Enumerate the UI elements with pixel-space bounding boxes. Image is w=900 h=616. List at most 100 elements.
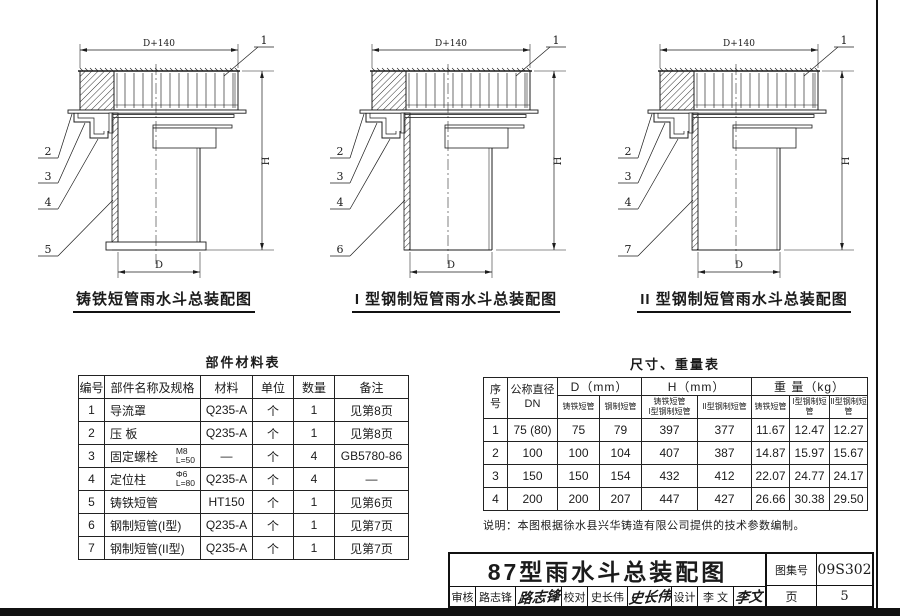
drawing-line (57, 113, 73, 159)
pressure-plate-lower (444, 124, 525, 129)
drawing-line (223, 46, 259, 77)
table-cell: 79 (598, 418, 643, 442)
page-number-label: 页 (766, 586, 816, 606)
drawing-line (57, 199, 114, 257)
column-group-header: H（mm） (641, 377, 753, 396)
part-qty: 4 (293, 444, 335, 468)
part-qty: 1 (293, 490, 335, 514)
callout-number: 4 (337, 196, 344, 209)
table-cell: 412 (697, 464, 753, 488)
hopper-step (444, 127, 509, 149)
dimension-arrow (523, 48, 530, 52)
table-cell: 12.27 (829, 418, 869, 442)
column-subheader: II型钢制短管 (829, 395, 869, 419)
column-subheader: II型钢制短管 (697, 395, 753, 419)
page-number-value: 5 (816, 586, 872, 606)
flange-plate (67, 109, 247, 114)
dimension-side-label: H (841, 156, 852, 165)
signoff-role: 审核 (450, 587, 476, 606)
callout-number: 1 (261, 34, 268, 47)
part-name-text: 导流罩 (110, 403, 147, 418)
clamp-hook (73, 113, 109, 139)
callout-number: 6 (337, 243, 344, 256)
part-no: 5 (78, 490, 105, 514)
callout-number: 2 (337, 145, 344, 158)
drawing-caption: II 型钢制短管雨水斗总装配图 (637, 288, 851, 313)
handwritten-signature: 李文 (734, 588, 764, 606)
clamp-hook (365, 113, 401, 139)
table-cell: 387 (697, 441, 753, 465)
column-subheader: 铸铁短管 (557, 395, 600, 419)
part-material: Q235-A (200, 398, 253, 422)
flange-plate (359, 109, 539, 114)
dimension-top-label: D+140 (435, 39, 467, 49)
dimension-side-label: H (261, 156, 272, 165)
column-header: 公称直径 DN (507, 377, 558, 419)
table-cell: 14.87 (751, 441, 791, 465)
table-cell: 154 (598, 464, 643, 488)
table-cell: 30.38 (789, 487, 831, 511)
table-cell: 150 (507, 464, 558, 488)
dimension-arrow (193, 270, 200, 274)
column-header: 数量 (293, 375, 335, 399)
sheet-border-bottom (0, 608, 900, 616)
table-cell: 100 (507, 441, 558, 465)
table-cell: 100 (557, 441, 600, 465)
drawing-line (57, 122, 86, 184)
table-cell: 200 (557, 487, 600, 511)
part-qty: 1 (293, 513, 335, 537)
dimension-arrow (660, 48, 667, 52)
drawing-line (57, 138, 99, 210)
part-no: 1 (78, 398, 105, 422)
part-spec: Φ6 L=80 (175, 468, 195, 488)
table-cell: 2 (483, 441, 508, 465)
dimension-arrow (552, 71, 556, 78)
signoff-signature: 李文 (734, 587, 764, 606)
column-group-header: D（mm） (556, 377, 643, 396)
table-cell: 26.66 (751, 487, 791, 511)
part-name: 铸铁短管 (104, 490, 201, 514)
table-cell: 207 (598, 487, 643, 511)
callout-number: 2 (625, 145, 632, 158)
table-cell: 24.77 (789, 464, 831, 488)
column-group-header: 重 量（kg） (751, 377, 869, 396)
roof-hatch-block (659, 70, 695, 111)
drawing-line (637, 122, 666, 184)
part-qty: 1 (293, 536, 335, 560)
drawing-caption: 铸铁短管雨水斗总装配图 (72, 288, 255, 313)
dimension-arrow (840, 243, 844, 250)
dimension-arrow (372, 48, 379, 52)
table-cell: 15.97 (789, 441, 831, 465)
dimension-side-label: H (553, 156, 564, 165)
table-cell: 377 (697, 418, 753, 442)
column-header: 部件名称及规格 (104, 375, 201, 399)
pressure-plate-lower (152, 124, 233, 129)
signoff-name: 路志锋 (476, 587, 516, 606)
table-cell: 407 (641, 441, 699, 465)
part-name: 压 板 (104, 421, 201, 445)
hopper-step (152, 127, 217, 149)
clamp-hook-inner (657, 113, 685, 135)
part-name: 钢制短管(I型) (104, 513, 201, 537)
signoff-signature: 史长伟 (628, 587, 672, 606)
table-cell: 427 (697, 487, 753, 511)
dimension-arrow (118, 270, 125, 274)
part-no: 2 (78, 421, 105, 445)
handwritten-signature: 史长伟 (628, 587, 672, 606)
signoff-role: 设计 (672, 587, 698, 606)
part-name: 导流罩 (104, 398, 201, 422)
callout-number: 5 (45, 243, 52, 256)
table-cell: 29.50 (829, 487, 869, 511)
table-cell: 24.17 (829, 464, 869, 488)
clamp-hook-inner (77, 113, 105, 135)
parts-table-title: 部件材料表 (205, 355, 281, 370)
part-unit: 个 (252, 444, 294, 468)
